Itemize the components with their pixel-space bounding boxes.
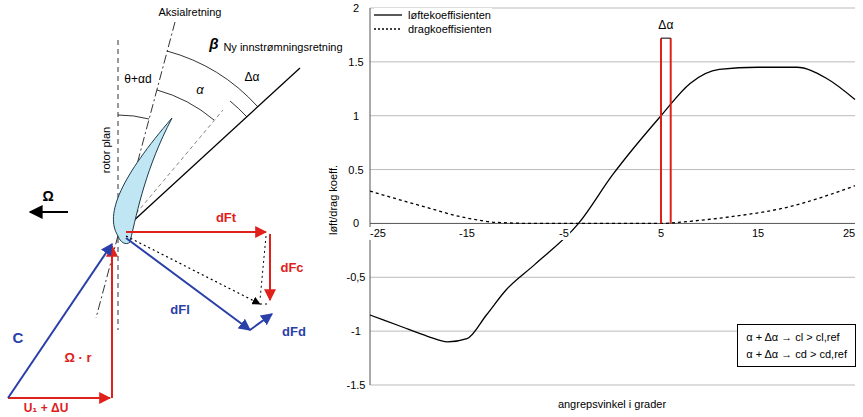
diagram-label: Δα xyxy=(244,71,261,84)
axis-tick-label: 5 xyxy=(657,227,665,239)
axis-tick-label: -25 xyxy=(369,227,387,239)
grid-line xyxy=(370,277,855,278)
axis-tick-label: 0 xyxy=(352,217,360,229)
diagram-label: U₁ + ΔU xyxy=(23,402,70,415)
diagram-label: Ny innstrømningsretning xyxy=(221,41,345,53)
axis-tick-label: 15 xyxy=(751,227,765,239)
diagram-label: α xyxy=(195,83,204,97)
axis-tick-label: 1 xyxy=(352,110,360,122)
diagram-label: β xyxy=(208,36,219,53)
drag-curve xyxy=(370,186,855,224)
grid-line xyxy=(370,61,855,62)
axis-title: angrepsvinkel i grader xyxy=(557,398,667,410)
formula-box: α + Δα → cl > cl,refα + Δα → cd > cd,ref xyxy=(737,324,856,367)
legend-text: løftekoeffisienten xyxy=(408,9,491,21)
axis-tick-label: -1.5 xyxy=(346,379,367,391)
axis-tick-label: 1.5 xyxy=(347,56,364,68)
normal-force-arrow xyxy=(269,234,271,300)
diagram-label: dFd xyxy=(281,325,307,339)
dotted-line xyxy=(260,236,266,300)
diagram-label: dFt xyxy=(215,211,237,225)
rotor-plane-line xyxy=(118,40,119,330)
tangential-force-arrow xyxy=(126,231,266,233)
diagram-label: Aksialretning xyxy=(158,6,223,18)
formula-text: α + Δα → cl > cl,ref xyxy=(746,329,847,346)
axis-tick-label: 25 xyxy=(842,227,856,239)
dotted-line xyxy=(260,304,270,305)
grid-line xyxy=(370,385,855,386)
legend-entry: dragkoeffisienten xyxy=(374,22,492,36)
drag-force-arrow xyxy=(250,314,272,330)
wind-speed-arrow xyxy=(8,397,110,399)
axis-tick-label: 2 xyxy=(352,2,360,14)
y-axis xyxy=(370,8,371,385)
axis-tick-label: -5 xyxy=(558,227,570,239)
angle-arc xyxy=(118,115,149,119)
legend-entry: løftekoeffisienten xyxy=(374,8,492,22)
delta-alpha-marker xyxy=(670,38,672,223)
axis-tick-label: -15 xyxy=(458,227,476,239)
diagram-label: dFl xyxy=(169,303,191,317)
diagram-label: Ω xyxy=(41,189,54,204)
grid-line xyxy=(370,115,855,116)
axis-title: løft/drag koeff. xyxy=(327,164,339,236)
legend: løftekoeffisienten dragkoeffisienten xyxy=(374,8,492,36)
legend-text: dragkoeffisienten xyxy=(408,23,492,35)
resultant-arrow xyxy=(126,236,260,304)
lift-force-arrow xyxy=(126,238,250,330)
rotor-speed-arrow xyxy=(111,246,113,398)
legend-line xyxy=(374,14,402,15)
diagram-label: rotor plan xyxy=(100,126,112,174)
diagram-label: dFc xyxy=(279,261,304,275)
lift-curve xyxy=(370,67,855,342)
diagram-label: Δα xyxy=(657,20,674,33)
delta-alpha-marker xyxy=(660,38,662,223)
diagram-label: θ+αd xyxy=(123,73,152,86)
axial-line xyxy=(96,22,175,318)
grid-line xyxy=(370,169,855,170)
axis-tick-label: -0,5 xyxy=(346,271,367,283)
angle-arc xyxy=(157,90,214,120)
delta-alpha-bar xyxy=(661,38,671,39)
legend-line xyxy=(374,28,402,29)
relative-velocity-arrow xyxy=(8,244,112,398)
angle-arc xyxy=(230,101,247,117)
formula-text: α + Δα → cd > cd,ref xyxy=(746,346,847,363)
axis-tick-label: -1 xyxy=(350,325,362,337)
diagram-label: C xyxy=(12,330,25,347)
diagram-label: Ω · r xyxy=(63,351,92,365)
legend-sample xyxy=(374,24,402,34)
legend-sample xyxy=(374,10,402,20)
axis-tick-label: 0.5 xyxy=(347,164,364,176)
rotation-arrow xyxy=(30,211,68,213)
blade-profile xyxy=(113,118,172,244)
